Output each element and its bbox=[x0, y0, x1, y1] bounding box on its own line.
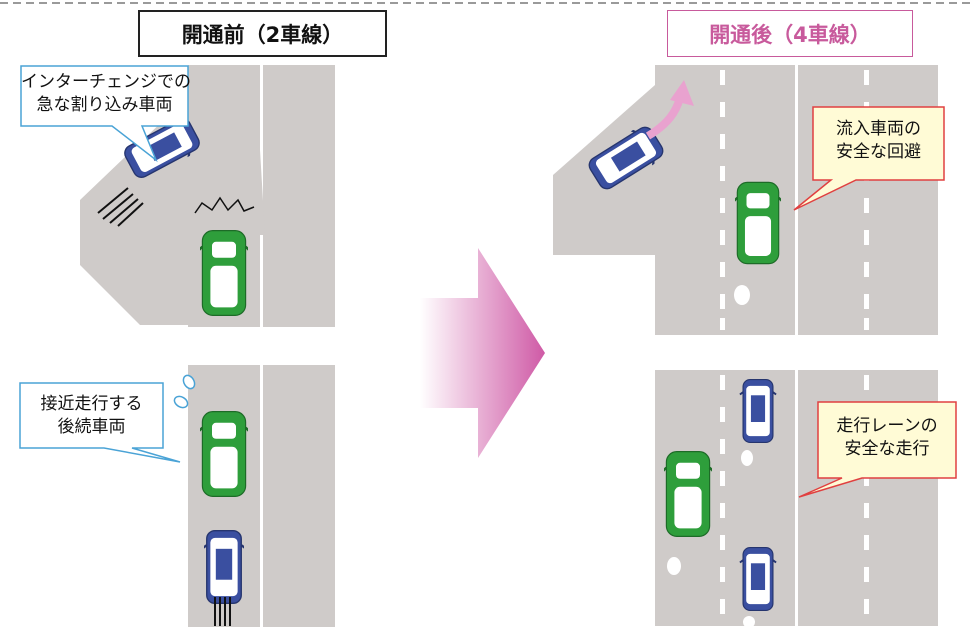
before-bottom-scene bbox=[173, 365, 335, 627]
callout-safe-avoid-text: 流入車両の 安全な回避 bbox=[813, 118, 944, 164]
callout-merge-shape bbox=[20, 65, 189, 163]
callout-tailgate-line-1: 接近走行する bbox=[40, 394, 143, 414]
merge-path-arrowhead bbox=[670, 80, 694, 106]
exhaust-puff-icon bbox=[741, 450, 753, 466]
callout-safe-avoid-shape bbox=[793, 106, 945, 211]
before-title: 開通前（2車線） bbox=[138, 10, 387, 57]
green-car-braking bbox=[200, 229, 248, 317]
before-top-scene bbox=[80, 65, 335, 327]
callout-safe-avoid-line-2: 安全な回避 bbox=[836, 142, 921, 162]
callout-safe-lane-shape bbox=[798, 401, 957, 498]
blue-car-right-lane-behind bbox=[738, 546, 778, 612]
green-car-pressured bbox=[200, 410, 248, 498]
callout-safe-lane-line-1: 走行レーンの bbox=[836, 416, 938, 436]
green-car-right-lane bbox=[735, 180, 781, 266]
sweat-drop-icon bbox=[173, 374, 196, 409]
road-lane-right bbox=[263, 65, 335, 327]
blue-car-right-lane-ahead bbox=[738, 378, 778, 444]
surprise-burst-icon bbox=[194, 196, 255, 214]
callout-merge-line-1: インターチェンジでの bbox=[21, 72, 191, 92]
callout-safe-avoid-line-1: 流入車両の bbox=[836, 119, 921, 139]
callout-tailgate-text: 接近走行する 後続車両 bbox=[20, 393, 163, 439]
speed-lines-icon bbox=[214, 597, 231, 626]
callout-safe-lane-text: 走行レーンの 安全な走行 bbox=[818, 415, 956, 461]
tailgating-car bbox=[204, 529, 244, 605]
exhaust-puff-icon bbox=[667, 557, 681, 575]
exhaust-puff-icon bbox=[743, 616, 755, 628]
after-top-scene bbox=[553, 65, 938, 335]
exhaust-puff-icon bbox=[734, 285, 750, 305]
green-car-left-lane bbox=[664, 450, 712, 538]
after-title: 開通後（4車線） bbox=[667, 10, 913, 57]
callout-tailgate-line-2: 後続車両 bbox=[57, 417, 126, 437]
transition-arrow bbox=[420, 248, 545, 458]
merge-ramp bbox=[80, 95, 265, 325]
callout-merge-text: インターチェンジでの 急な割り込み車両 bbox=[21, 71, 191, 117]
callout-merge-line-2: 急な割り込み車両 bbox=[36, 95, 173, 115]
callout-safe-lane-line-2: 安全な走行 bbox=[844, 439, 930, 459]
callout-tailgate-shape bbox=[19, 382, 181, 463]
speed-lines-icon bbox=[97, 187, 144, 227]
